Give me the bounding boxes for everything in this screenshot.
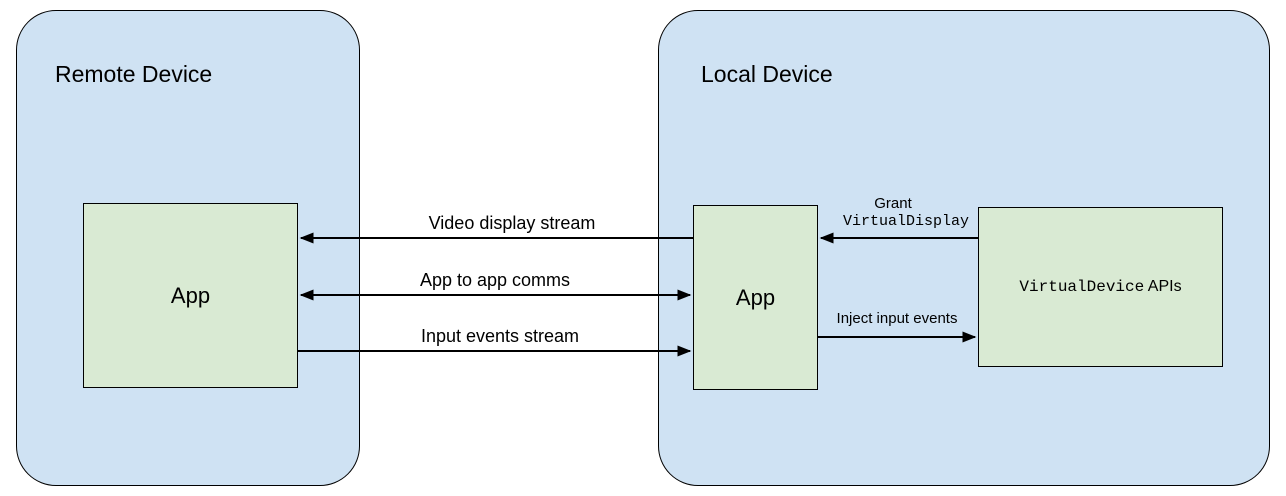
virtualdevice-apis-box: VirtualDevice APIs [978, 207, 1223, 367]
local-app-label: App [735, 284, 776, 310]
remote-device-title: Remote Device [55, 61, 213, 87]
remote-app-box: App [83, 203, 298, 388]
virtualdevice-apis-label: VirtualDevice APIs [1019, 278, 1181, 296]
label-input-events-stream: Input events stream [420, 326, 580, 346]
local-app-box: App [693, 205, 818, 390]
label-virtualdisplay: VirtualDisplay [842, 213, 970, 230]
label-video-display-stream: Video display stream [428, 213, 596, 233]
virtualdevice-apis-label-rest: APIs [1144, 278, 1182, 295]
label-app-to-app-comms: App to app comms [419, 270, 571, 290]
label-grant: Grant [874, 195, 912, 212]
virtualdevice-apis-label-mono: VirtualDevice [1019, 278, 1145, 296]
label-inject-input-events: Inject input events [836, 310, 958, 327]
remote-app-label: App [170, 282, 211, 308]
local-device-title: Local Device [701, 61, 833, 87]
